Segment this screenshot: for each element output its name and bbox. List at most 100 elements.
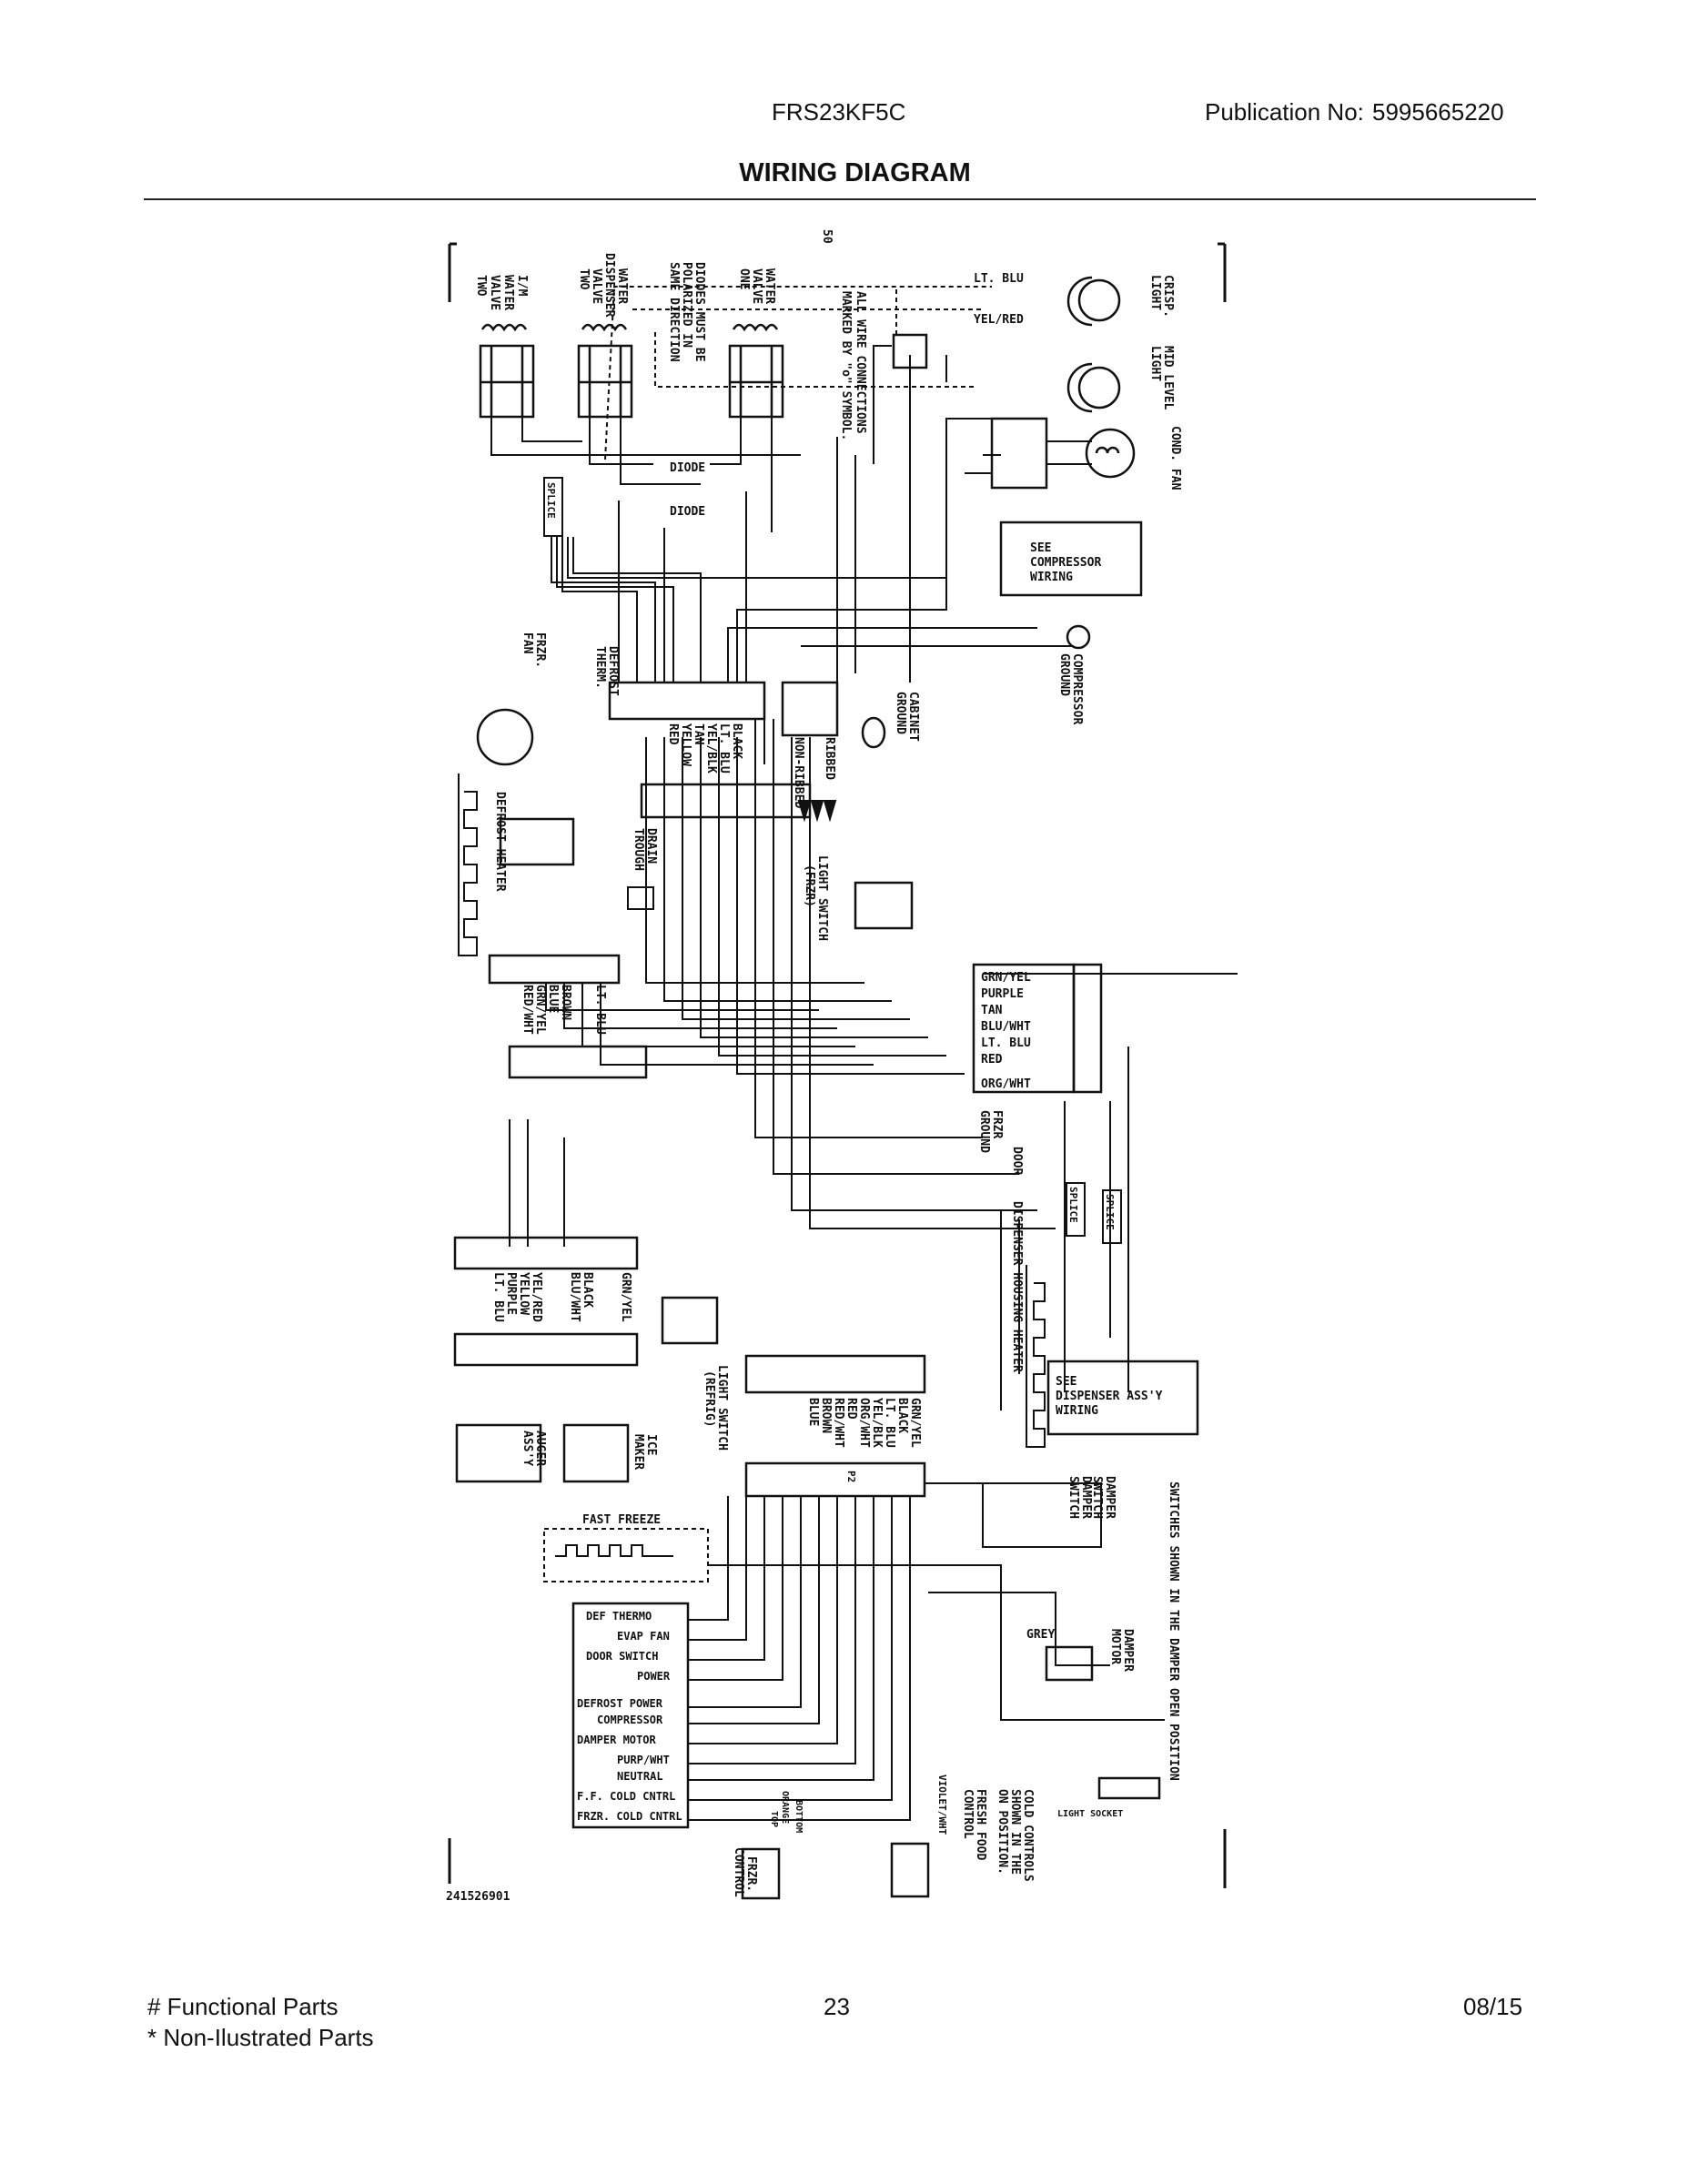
publication-label: Publication No: xyxy=(1205,98,1364,126)
light-switch-frzr-label-0: LIGHT SWITCH xyxy=(815,855,829,941)
mid-level-light-label-1: LIGHT xyxy=(1148,346,1162,381)
door-harness-color-2: TAN xyxy=(981,1004,1003,1017)
upper-connector-color-1: LT. BLU xyxy=(717,723,731,774)
bottom-label: BOTTOM xyxy=(793,1800,804,1833)
splice-upper-label: SPLICE xyxy=(545,482,557,519)
auger-assy-label-1: ASS'Y xyxy=(521,1431,534,1466)
compressor-ground: COMPRESSOR GROUND xyxy=(1057,624,1091,724)
ice-connector-color-1: BLACK xyxy=(581,1272,594,1308)
defrost-heater-label: DEFROST HEATER xyxy=(493,792,507,892)
light-switch-refrig-label-0: LIGHT SWITCH xyxy=(715,1365,729,1451)
fresh-food-control: FRESH FOOD CONTROL xyxy=(890,1789,987,1898)
light-switch-refrig-label-1: (REFRIG) xyxy=(702,1370,716,1428)
main-connector-color-6: RED/WHT xyxy=(832,1398,845,1448)
damper-switch-label-0: DAMPER xyxy=(1103,1476,1117,1519)
wire-connections-note: ALL WIRE CONNECTIONS MARKED BY "o" SYMBO… xyxy=(839,291,867,440)
control-terminal-10: FRZR. COLD CNTRL xyxy=(577,1810,682,1823)
frzr-fan-label-0: FRZR. xyxy=(533,632,547,668)
control-terminal-5: COMPRESSOR xyxy=(597,1714,663,1726)
water-dispenser-valve-two-label-3: TWO xyxy=(577,268,591,290)
compressor-wiring-label-1: COMPRESSOR xyxy=(1030,556,1101,570)
main-connector-color-3: YEL/BLK xyxy=(870,1398,884,1448)
upper-connector-color-3: TAN xyxy=(692,723,705,745)
dispenser-assy-wiring-label-1: DISPENSER ASS'Y xyxy=(1056,1390,1163,1403)
diagram-frame xyxy=(448,242,1227,1888)
cold-controls-note: COLD CONTROLS SHOWN IN THE ON POSITION. xyxy=(996,1789,1035,1882)
p2-label: P2 xyxy=(845,1471,857,1482)
frzr-control-label-0: FRZR. xyxy=(744,1856,758,1892)
diode-lower-label: DIODE xyxy=(670,505,705,519)
fast-freeze: FAST FREEZE xyxy=(543,1513,709,1582)
non-ribbed-label: NON-RIBBED xyxy=(792,737,805,808)
diodes-note-line-1: POLARIZED IN xyxy=(680,262,693,348)
cond-fan-label: COND. FAN xyxy=(1168,426,1182,490)
control-terminal-7: PURP/WHT xyxy=(617,1754,670,1766)
wiring-diagram-svg: I/M WATER VALVE TWO WATER DISPENSER VALV… xyxy=(446,229,1256,1904)
crisp-light: CRISP. LIGHT xyxy=(1066,275,1175,327)
damper-motor-label-0: DAMPER xyxy=(1121,1629,1135,1672)
control-board: DEF THERMO EVAP FAN DOOR SWITCH POWER DE… xyxy=(571,1602,690,1829)
im-water-valve-two-label-2: VALVE xyxy=(488,275,501,310)
main-connector-color-2: LT. BLU xyxy=(883,1398,896,1448)
light-switch-refrig: LIGHT SWITCH (REFRIG) xyxy=(661,1296,729,1451)
cabinet-ground: CABINET GROUND xyxy=(861,692,920,749)
diodes-note-line-2: SAME DIRECTION xyxy=(667,262,681,362)
ice-connector-color-4: YELLOW xyxy=(517,1272,531,1315)
model-number: FRS23KF5C xyxy=(772,98,906,126)
damper-switch-label-1: SWITCH xyxy=(1090,1476,1104,1519)
damper-motor: GREY DAMPER MOTOR xyxy=(1026,1628,1135,1682)
drain-trough: DRAIN TROUGH xyxy=(627,828,658,910)
damper-motor-label-1: MOTOR xyxy=(1108,1629,1122,1664)
functional-parts-legend: # Functional Parts xyxy=(147,1993,339,2020)
water-valve-one: WATER VALVE ONE xyxy=(728,268,784,419)
cold-controls-note-line-0: COLD CONTROLS xyxy=(1021,1789,1035,1882)
control-terminal-4: DEFROST POWER xyxy=(577,1697,663,1710)
ribbed-label: RIBBED xyxy=(823,737,836,780)
top-label: TOP xyxy=(769,1811,779,1827)
main-connector-color-7: BROWN xyxy=(819,1398,833,1433)
water-dispenser-valve-two: WATER DISPENSER VALVE TWO xyxy=(577,253,633,419)
damper-switches: DAMPER SWITCH DAMPER SWITCH xyxy=(982,1476,1117,1548)
defrost-connector-color-1: BROWN xyxy=(559,985,572,1020)
dispenser-housing-heater: DISPENSER HOUSING HEATER xyxy=(1010,1201,1046,1448)
yel-red-top-label: YEL/RED xyxy=(974,313,1024,327)
light-wiring-dashed xyxy=(604,286,992,460)
control-terminal-0: DEF THERMO xyxy=(586,1610,652,1623)
upper-connector-colors: BLACK LT. BLU YEL/BLK TAN YELLOW RED xyxy=(666,723,743,774)
lower-upper-connector xyxy=(640,783,812,819)
main-connector-color-4: ORG/WHT xyxy=(857,1398,871,1448)
cabinet-ground-label-0: CABINET xyxy=(906,692,920,742)
crisp-light-label-1: LIGHT xyxy=(1148,275,1162,310)
compressor-wiring-box: SEE COMPRESSOR WIRING xyxy=(999,521,1143,597)
fresh-food-control-label-1: CONTROL xyxy=(961,1789,975,1839)
splice-lower-label-0: SPLICE xyxy=(1067,1187,1079,1223)
cabinet-ground-label-1: GROUND xyxy=(894,692,907,734)
upper-connector-color-4: YELLOW xyxy=(679,723,692,766)
ice-connector-color-3: YEL/RED xyxy=(530,1272,543,1322)
damper-switch-label-3: SWITCH xyxy=(1066,1476,1080,1519)
im-water-valve-two: I/M WATER VALVE TWO xyxy=(474,275,535,419)
cold-controls-note-line-2: ON POSITION. xyxy=(996,1789,1009,1875)
compressor-wiring-label-0: SEE xyxy=(1030,541,1051,555)
main-connector-color-8: BLUE xyxy=(806,1398,820,1426)
diodes-note: DIODES MUST BE POLARIZED IN SAME DIRECTI… xyxy=(667,262,706,362)
defrost-connector: LT. BLU BROWN BLUE GRN/YEL RED/WHT xyxy=(488,954,648,1079)
ice-connector-color-6: LT. BLU xyxy=(491,1272,505,1322)
diode-upper: DIODE xyxy=(670,461,705,475)
door-label: DOOR xyxy=(1010,1147,1024,1175)
page-title: WIRING DIAGRAM xyxy=(0,158,1688,188)
defrost-heater: DEFROST HEATER xyxy=(458,774,575,956)
ice-connector: GRN/YEL BLACK BLU/WHT YEL/RED YELLOW PUR… xyxy=(453,1236,639,1367)
auger-assy-label-0: AUGER xyxy=(533,1431,547,1466)
upper-connector-color-0: BLACK xyxy=(730,723,743,759)
frzr-ground-label-1: GROUND xyxy=(977,1110,991,1153)
control-terminal-3: POWER xyxy=(637,1670,671,1683)
im-water-valve-two-label-0: I/M xyxy=(515,275,529,297)
control-terminal-1: EVAP FAN xyxy=(617,1630,670,1643)
grey-label: GREY xyxy=(1026,1628,1055,1642)
door-harness-color-3: BLU/WHT xyxy=(981,1020,1031,1034)
ice-maker-label-0: ICE xyxy=(644,1434,658,1455)
mid-level-light-label-0: MID LEVEL xyxy=(1161,346,1175,410)
ice-maker-label-1: MAKER xyxy=(632,1434,645,1470)
diode-lower: DIODE xyxy=(670,505,705,519)
